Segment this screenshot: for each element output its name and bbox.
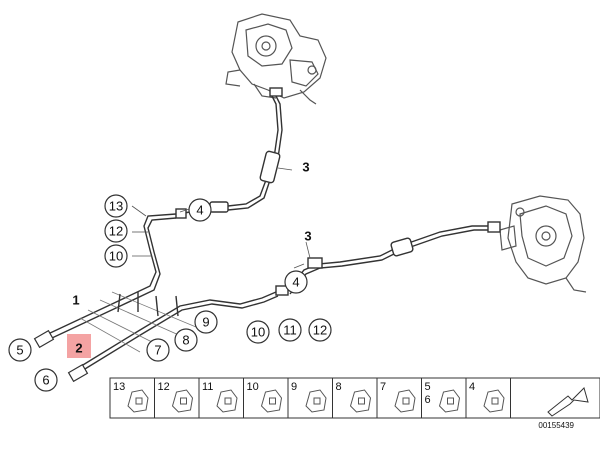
callout-circle — [104, 244, 128, 268]
callout-text: 10 — [109, 249, 123, 264]
callout-circle — [8, 338, 32, 362]
part-sketch-icon — [483, 389, 505, 413]
legend-cell-number: 7 — [380, 381, 386, 393]
callout-4: 4 — [284, 270, 308, 294]
callout-10: 10 — [104, 244, 128, 268]
callout-text: 8 — [182, 333, 189, 348]
diagram-reference-number: 00155439 — [538, 421, 574, 430]
callout-text: 13 — [109, 199, 123, 214]
arrow-icon — [547, 387, 589, 417]
callout-circle — [174, 328, 198, 352]
part-sketch-icon — [438, 389, 461, 413]
legend-cell-number: 8 — [336, 381, 342, 393]
callout-circle — [104, 219, 128, 243]
legend-cell-number: 13 — [113, 381, 125, 393]
callout-circle — [34, 368, 58, 392]
part-sketch-icon — [171, 389, 194, 413]
legend-cell-5-6: 56 — [421, 378, 461, 418]
callout-text: 3 — [304, 229, 311, 244]
legend-strip: 13 12 11 10 9 8 7 56 4 — [109, 377, 600, 419]
right-hose-sleeve — [390, 237, 414, 257]
legend-cell-number: 6 — [425, 394, 431, 406]
callout-4: 4 — [188, 198, 212, 222]
callout-text: 10 — [251, 325, 265, 340]
legend-cell-11: 11 — [198, 378, 238, 418]
fitting-6 — [67, 363, 89, 383]
callout-text: 9 — [202, 315, 209, 330]
callout-circle — [278, 318, 302, 342]
legend-cell-number: 4 — [469, 381, 475, 393]
callout-circle — [188, 198, 212, 222]
callout-13: 13 — [104, 194, 128, 218]
part-sketch-icon — [305, 389, 327, 413]
callout-text: 3 — [302, 160, 309, 175]
callout-12: 12 — [308, 318, 332, 342]
part-sketch-icon — [127, 389, 149, 413]
callout-11: 11 — [278, 318, 302, 342]
legend-cell-number: 12 — [158, 381, 170, 393]
callout-circle — [146, 338, 170, 362]
callout-3: 3 — [302, 160, 309, 175]
callout-2: 2 — [67, 334, 91, 358]
top-caliper-illustration — [225, 13, 327, 105]
callout-1: 1 — [72, 293, 79, 308]
left-brake-pipe — [47, 213, 177, 335]
end-fittings — [33, 329, 89, 383]
callout-7: 7 — [146, 338, 170, 362]
callout-circle — [284, 270, 308, 294]
callout-text: 5 — [16, 343, 23, 358]
callout-text: 12 — [313, 323, 327, 338]
fitting-5 — [33, 329, 55, 349]
legend-cell-number: 10 — [247, 381, 259, 393]
callout-highlight — [67, 334, 91, 358]
callout-labels: 3 4 13 12 10 3 4 1 9 10 11 12 8 7 2 5 6 — [8, 160, 332, 392]
legend-cell-number: 5 — [425, 381, 431, 393]
brake-lines — [47, 87, 501, 373]
part-sketch-icon — [216, 389, 238, 413]
legend-cell-12: 12 — [154, 378, 194, 418]
legend-cell-13: 13 — [113, 381, 149, 413]
callout-10: 10 — [246, 320, 270, 344]
callout-text: 4 — [196, 203, 203, 218]
callout-12: 12 — [104, 219, 128, 243]
legend-cell-number: 11 — [202, 381, 213, 393]
callout-6: 6 — [34, 368, 58, 392]
callout-3: 3 — [304, 229, 311, 244]
legend-cell-10: 10 — [243, 378, 283, 418]
callout-text: 4 — [292, 275, 299, 290]
legend-cell-8: 8 — [332, 378, 372, 418]
callout-text: 2 — [75, 341, 82, 356]
callout-circle — [246, 320, 270, 344]
legend-cell-number: 9 — [291, 381, 297, 393]
part-sketch-icon — [394, 389, 416, 413]
callout-circle — [194, 310, 218, 334]
part-sketch-icon — [349, 389, 372, 413]
callout-text: 6 — [42, 373, 49, 388]
callout-text: 12 — [109, 224, 123, 239]
callout-circle — [104, 194, 128, 218]
callout-8: 8 — [174, 328, 198, 352]
callout-text: 11 — [283, 323, 297, 338]
callout-5: 5 — [8, 338, 32, 362]
legend-cell-7: 7 — [376, 378, 416, 418]
callout-9: 9 — [194, 310, 218, 334]
legend-cell-4: 4 — [465, 378, 505, 418]
part-sketch-icon — [260, 389, 283, 413]
callout-circle — [308, 318, 332, 342]
right-caliper-illustration — [499, 195, 587, 293]
callout-text: 7 — [154, 343, 161, 358]
callout-text: 1 — [72, 293, 79, 308]
legend-cell-9: 9 — [287, 378, 327, 418]
top-hose-sleeve — [259, 150, 281, 184]
lower-brake-pipe — [77, 291, 277, 369]
